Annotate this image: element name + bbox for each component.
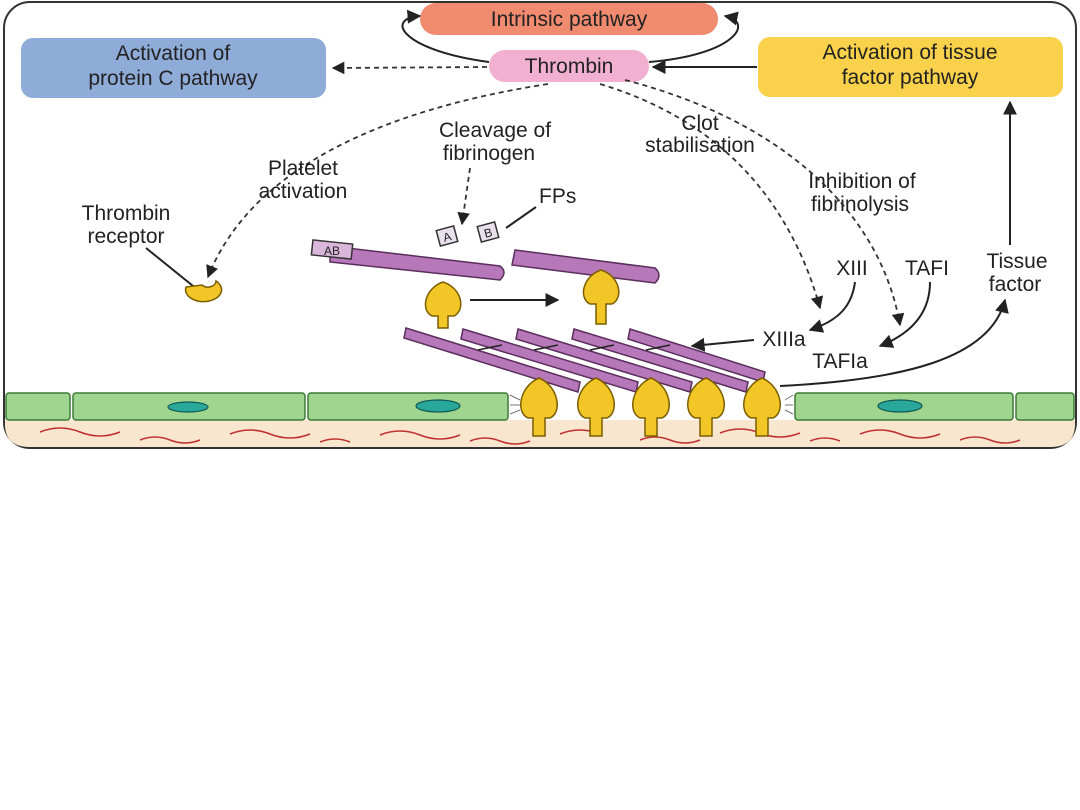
cell-nucleus <box>877 399 923 413</box>
fibrinopeptide-b: B <box>476 221 500 243</box>
thrombin-receptor-line1: Thrombin <box>82 202 171 225</box>
fps-pointer <box>505 206 537 229</box>
inhibition-fibrinolysis-arrow <box>624 79 905 327</box>
platelet <box>632 377 670 437</box>
fibrinogen-molecule: AB <box>310 239 505 281</box>
xiii-label: XIII <box>836 257 868 280</box>
endothelium <box>5 392 1075 421</box>
fibrinopeptide-a: A <box>435 225 459 247</box>
xiiia-crosslink-arrow <box>690 337 755 352</box>
injury-edges <box>509 394 794 415</box>
protein-c-pathway-box: Activation of protein C pathway <box>21 38 326 98</box>
thrombin-functions-diagram: Intrinsic pathway Thrombin Activation of… <box>3 1 1077 449</box>
xiiia-label: XIIIa <box>762 328 806 351</box>
cell-nucleus <box>167 401 209 413</box>
tafi-activation-arrow <box>878 281 931 348</box>
intrinsic-pathway-box: Intrinsic pathway <box>420 3 718 35</box>
tissue-factor-release-arrow <box>779 298 1009 387</box>
thrombin-label: Thrombin <box>525 55 614 78</box>
collagen-fibres <box>39 427 1021 445</box>
platelet <box>743 377 781 437</box>
clot-stabilisation-line1: Clot <box>681 112 719 135</box>
fps-label: FPs <box>539 185 576 208</box>
protein-c-arrow <box>331 61 488 75</box>
adherent-platelets <box>520 377 781 437</box>
intrinsic-loop-left-arrow <box>401 9 490 63</box>
tissue-factor-pathway-line2: factor pathway <box>842 66 979 89</box>
clot-stabilisation-line2: stabilisation <box>645 134 755 157</box>
platelet <box>520 377 558 437</box>
ab-tag-label: AB <box>324 244 340 258</box>
fibrin-network <box>403 327 766 393</box>
receptor-pointer <box>145 247 199 291</box>
thrombin-receptor-line2: receptor <box>87 225 164 248</box>
thrombin-box: Thrombin <box>489 50 649 82</box>
diagram-frame <box>3 1 1077 449</box>
intrinsic-loop-right-arrow <box>648 11 740 63</box>
protein-c-line1: Activation of <box>116 42 231 65</box>
tafi-label: TAFI <box>905 257 949 280</box>
inhibition-fibrinolysis-line2: fibrinolysis <box>811 193 909 216</box>
platelet-activation-arrow <box>206 83 549 279</box>
intrinsic-pathway-label: Intrinsic pathway <box>491 8 648 31</box>
tissue-factor-pathway-line1: Activation of tissue <box>822 41 997 64</box>
thrombin-receptor <box>184 279 223 303</box>
endothelial-cell <box>307 392 509 421</box>
cleavage-line1: Cleavage of <box>439 119 551 142</box>
tafia-label: TAFIa <box>812 350 868 373</box>
endothelial-cell <box>1015 392 1075 421</box>
tissue-factor-line2: factor <box>989 273 1042 296</box>
protein-c-line2: protein C pathway <box>88 67 258 90</box>
cleavage-line2: fibrinogen <box>443 142 535 165</box>
clot-stabilisation-arrow <box>599 83 824 310</box>
xiii-activation-arrow <box>808 281 856 333</box>
platelet <box>687 377 725 437</box>
platelet <box>582 269 620 325</box>
inhibition-fibrinolysis-line1: Inhibition of <box>808 170 916 193</box>
fibrin-monomer <box>511 249 660 284</box>
ab-tag <box>310 239 354 260</box>
platelet-activation-line1: Platelet <box>268 157 338 180</box>
endothelial-cell <box>5 392 71 421</box>
cleavage-arrow <box>457 167 471 226</box>
svg-text:A: A <box>442 229 453 245</box>
platelet <box>577 377 615 437</box>
cell-nucleus <box>415 399 461 413</box>
svg-text:B: B <box>483 225 494 241</box>
platelet <box>424 281 462 329</box>
tissue-factor-line1: Tissue <box>986 250 1047 273</box>
platelet-activation-line2: activation <box>259 180 348 203</box>
tissue-factor-pathway-box: Activation of tissue factor pathway <box>758 37 1063 97</box>
